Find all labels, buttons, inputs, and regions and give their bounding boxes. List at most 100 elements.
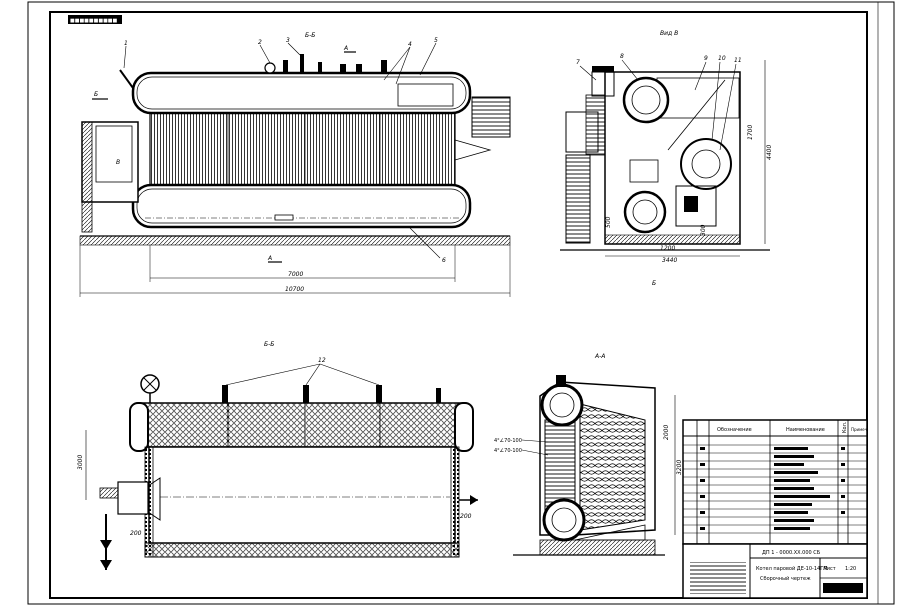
front-burner	[680, 138, 732, 190]
plan-upper-header	[142, 402, 461, 448]
cross-upper-drum-inner	[549, 392, 575, 418]
pressure-gauge-side	[264, 62, 276, 74]
plan-wall-bottom	[144, 542, 460, 558]
valve-5	[356, 64, 362, 74]
cut-b-top: Б	[94, 91, 98, 98]
cross-tube-bank	[579, 403, 646, 531]
callout-6: 6	[442, 257, 446, 264]
side-ground	[79, 235, 511, 246]
front-callout-11: 11	[734, 57, 742, 64]
plan-drum-right	[454, 402, 474, 452]
front-callout-10-leader	[711, 61, 721, 141]
spec-col-designation: Обозначение	[717, 427, 752, 433]
plan-gauge-x2	[143, 377, 157, 391]
plan-wall-right	[450, 446, 460, 558]
upper-drum	[131, 71, 472, 115]
spec-row-fills	[700, 447, 845, 530]
callout-6-leader	[409, 227, 441, 259]
front-dim-bottom2: 3440	[662, 257, 677, 264]
cross-section-title: А-А	[594, 353, 605, 360]
plan-callout-12: 12	[318, 357, 326, 364]
drawing-subtitle: Сборочный чертеж	[760, 575, 811, 582]
front-callout-9: 9	[704, 55, 708, 62]
valve-3	[318, 62, 322, 74]
blowdown-pipe	[274, 214, 294, 221]
dim-inner-value: 7000	[288, 271, 303, 278]
burner-wall	[81, 121, 93, 233]
cross-lower-drum-inner	[551, 507, 577, 533]
stamp-signatures	[690, 562, 746, 594]
front-callout-7: 7	[576, 59, 580, 66]
front-dim-base: 500	[605, 216, 612, 228]
front-fan-motor	[684, 196, 698, 212]
side-section-view: Б-Б А А	[79, 32, 511, 297]
sheet-label: Лист	[823, 566, 836, 572]
front-dim-mid: 1700	[747, 125, 754, 140]
callout-1: 1	[124, 40, 128, 47]
valve-6	[381, 60, 387, 74]
plan-callout-12-leader-c	[319, 363, 380, 386]
lower-drum-shell	[136, 188, 467, 224]
stamp-text: ■■■■■■■■■■	[70, 18, 118, 24]
upper-drum-shell	[136, 76, 467, 110]
callout-2-leader	[259, 44, 271, 64]
org-field	[823, 583, 863, 593]
plan-nozzle-valve	[470, 495, 478, 505]
plan-fitting-3	[376, 385, 382, 403]
scale-value: 1:20	[845, 566, 856, 572]
cross-base	[539, 539, 656, 556]
burner-inner	[95, 125, 133, 183]
front-callout-11-leader	[719, 63, 737, 151]
plan-drain-valve-2	[100, 560, 112, 570]
side-section-title: Б-Б	[305, 32, 315, 39]
valve-2	[300, 54, 304, 74]
plan-burner-cone	[147, 477, 161, 521]
doc-code: ДП 1 - 0000.ХХ.000 СБ	[762, 550, 821, 556]
outer-frame	[27, 1, 895, 605]
callout-3-leader	[287, 42, 301, 56]
cut-v-left: В	[116, 159, 120, 166]
front-dim-height: 4400	[766, 145, 773, 160]
valve-1	[283, 60, 288, 74]
cross-dim-right: 2000	[663, 425, 670, 440]
spec-rows	[683, 444, 867, 534]
cross-note-1-leader	[521, 439, 549, 443]
cross-note-2-leader	[521, 449, 549, 456]
callout-5: 5	[434, 37, 438, 44]
front-fan	[675, 185, 717, 227]
stamp-box	[68, 15, 122, 24]
tube-bank	[149, 112, 456, 186]
rear-flue-box	[471, 96, 511, 138]
title-block: Обозначение Наименование Кол. Примеч.	[682, 419, 868, 599]
callout-3: 3	[286, 37, 290, 44]
callout-4: 4	[408, 41, 412, 48]
front-view-title: Вид В	[660, 30, 678, 37]
front-dim-bottom1: 1200	[660, 245, 675, 252]
plan-dim-right: 200	[460, 513, 472, 520]
cross-section-view: А-А 4°∠70-100 4°∠70-100 3200 2000	[494, 353, 683, 556]
drawing-title: Котел паровой ДЕ-10-14ГМ	[756, 565, 828, 572]
plan-burner-pipe	[99, 487, 119, 499]
plan-callout-12-leader-a	[225, 363, 321, 386]
plan-fitting-1	[222, 385, 228, 403]
front-lower-drum	[623, 190, 667, 234]
plan-section-view: Б-Б 12	[77, 341, 478, 570]
spec-col-name: Наименование	[786, 427, 825, 433]
plan-fitting-2	[303, 385, 309, 403]
cross-base-slope	[574, 524, 646, 541]
plan-furnace	[148, 446, 456, 544]
front-upper-drum-inner	[631, 85, 661, 115]
safety-valve-pipe	[119, 69, 134, 89]
front-callout-10: 10	[718, 55, 726, 62]
lower-drum	[131, 183, 472, 229]
front-upper-drum	[622, 76, 670, 124]
front-burner-inner	[691, 149, 721, 179]
plan-drain-valve	[100, 540, 112, 550]
separator-box	[397, 83, 454, 107]
inner-frame	[49, 11, 868, 599]
callout-1-leader	[123, 45, 127, 69]
cross-upper-drum	[540, 383, 584, 427]
front-lower-drum-inner	[632, 199, 658, 225]
dim-overall-value: 10700	[285, 286, 304, 293]
